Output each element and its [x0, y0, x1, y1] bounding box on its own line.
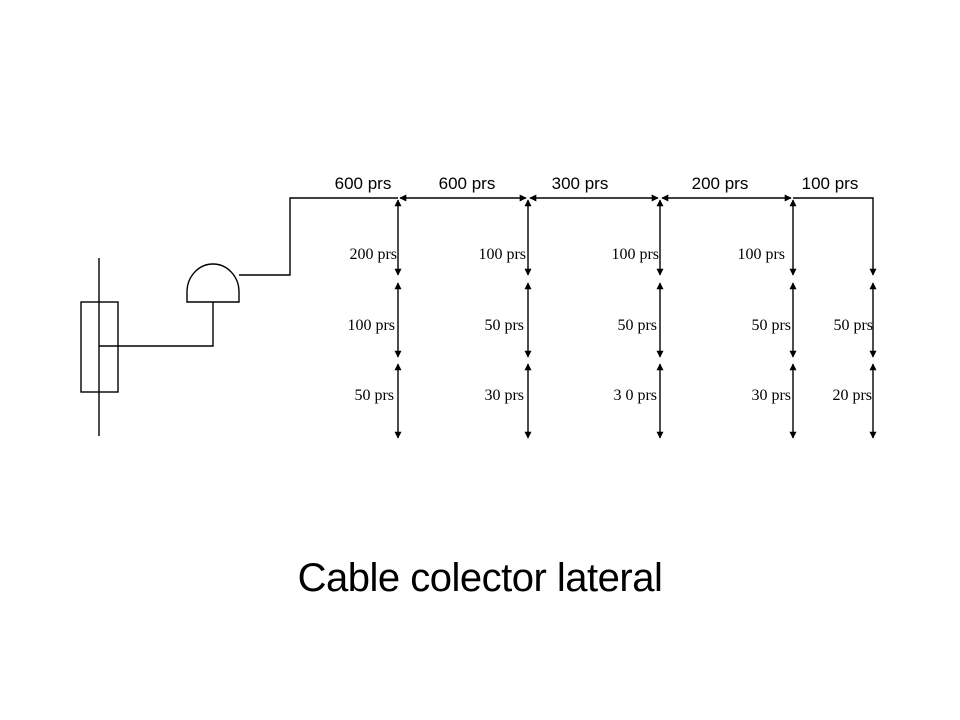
branch-label: 50 prs: [484, 317, 524, 334]
branch-labels: 200 prs 100 prs 50 prs 100 prs 50 prs 30…: [347, 246, 873, 404]
feeder-cable-to-splice: [99, 302, 214, 347]
branch-label: 100 prs: [347, 317, 395, 334]
branch-label: 100 prs: [737, 246, 785, 263]
feeder-label: 200 prs: [692, 174, 749, 193]
branch-label: 20 prs: [832, 387, 872, 404]
branch-label: 100 prs: [611, 246, 659, 263]
branch-cables: [394, 197, 877, 439]
branch-label: 30 prs: [751, 387, 791, 404]
splice-closure-icon: [186, 263, 240, 303]
feeder-label: 300 prs: [552, 174, 609, 193]
branch-label: 50 prs: [751, 317, 791, 334]
branch-label: 50 prs: [833, 317, 873, 334]
branch-label: 3 0 prs: [613, 387, 657, 404]
page-title: Cable colector lateral: [297, 556, 663, 600]
feeder-label: 600 prs: [439, 174, 496, 193]
feeder-labels: 600 prs 600 prs 300 prs 200 prs 100 prs: [335, 174, 859, 193]
feeder-cable-to-lateral: [239, 197, 398, 276]
branch-label: 100 prs: [478, 246, 526, 263]
branch-segment: [793, 197, 877, 276]
feeder-label: 600 prs: [335, 174, 392, 193]
branch-label: 200 prs: [349, 246, 397, 263]
branch-label: 50 prs: [354, 387, 394, 404]
branch-label: 30 prs: [484, 387, 524, 404]
central-office-symbol: [80, 258, 119, 436]
feeder-label: 100 prs: [802, 174, 859, 193]
branch-label: 50 prs: [617, 317, 657, 334]
